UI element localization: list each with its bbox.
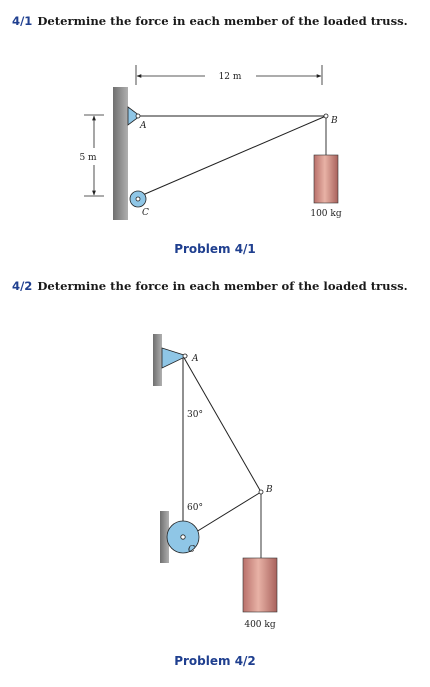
problem-4-2-caption: Problem 4/2: [174, 654, 256, 668]
dimension-5m-label: 5 m: [79, 153, 97, 163]
label-b: B: [330, 116, 338, 126]
label-c-4-2: C: [188, 545, 195, 555]
truss-figure-4-2: A C B 30° 60° 400 kg: [153, 334, 278, 630]
problem-4-1-number: 4/1: [12, 14, 33, 28]
joint-b-4-2: [258, 489, 264, 495]
load-block-4-2: [242, 557, 278, 613]
load-block-4-1: [313, 154, 339, 204]
angle-30-label: 30°: [187, 410, 203, 420]
label-a: A: [139, 121, 147, 131]
dimension-12m: 12 m: [135, 65, 323, 85]
truss-figure-4-1: 12 m 5 m A C B 100 kg: [79, 65, 342, 220]
wall-support: [113, 87, 128, 220]
angle-60-label: 60°: [187, 503, 203, 513]
joint-b: [323, 113, 329, 119]
pin-support-a-4-2: [161, 347, 189, 369]
load-label-4-2: 400 kg: [244, 620, 275, 630]
problem-4-1-statement: 4/1 Determine the force in each member of…: [12, 14, 420, 29]
lower-wall-support: [160, 511, 169, 563]
label-c: C: [142, 208, 149, 218]
problem-4-1-caption: Problem 4/1: [174, 242, 256, 256]
member-ab-4-2: [182, 355, 262, 493]
label-a-4-2: A: [191, 354, 199, 364]
label-b-4-2: B: [265, 485, 273, 495]
dimension-5m: 5 m: [79, 114, 104, 197]
problem-4-1-text: Determine the force in each member of th…: [37, 14, 408, 28]
load-label-4-1: 100 kg: [310, 209, 341, 219]
problem-4-2-statement: 4/2 Determine the force in each member of…: [12, 279, 420, 294]
member-bc: [137, 115, 327, 198]
pin-support-a: [127, 106, 141, 126]
problem-4-2-text: Determine the force in each member of th…: [37, 279, 408, 293]
dimension-12m-label: 12 m: [219, 72, 242, 82]
upper-wall-support: [153, 334, 162, 386]
problem-4-2-number: 4/2: [12, 279, 33, 293]
